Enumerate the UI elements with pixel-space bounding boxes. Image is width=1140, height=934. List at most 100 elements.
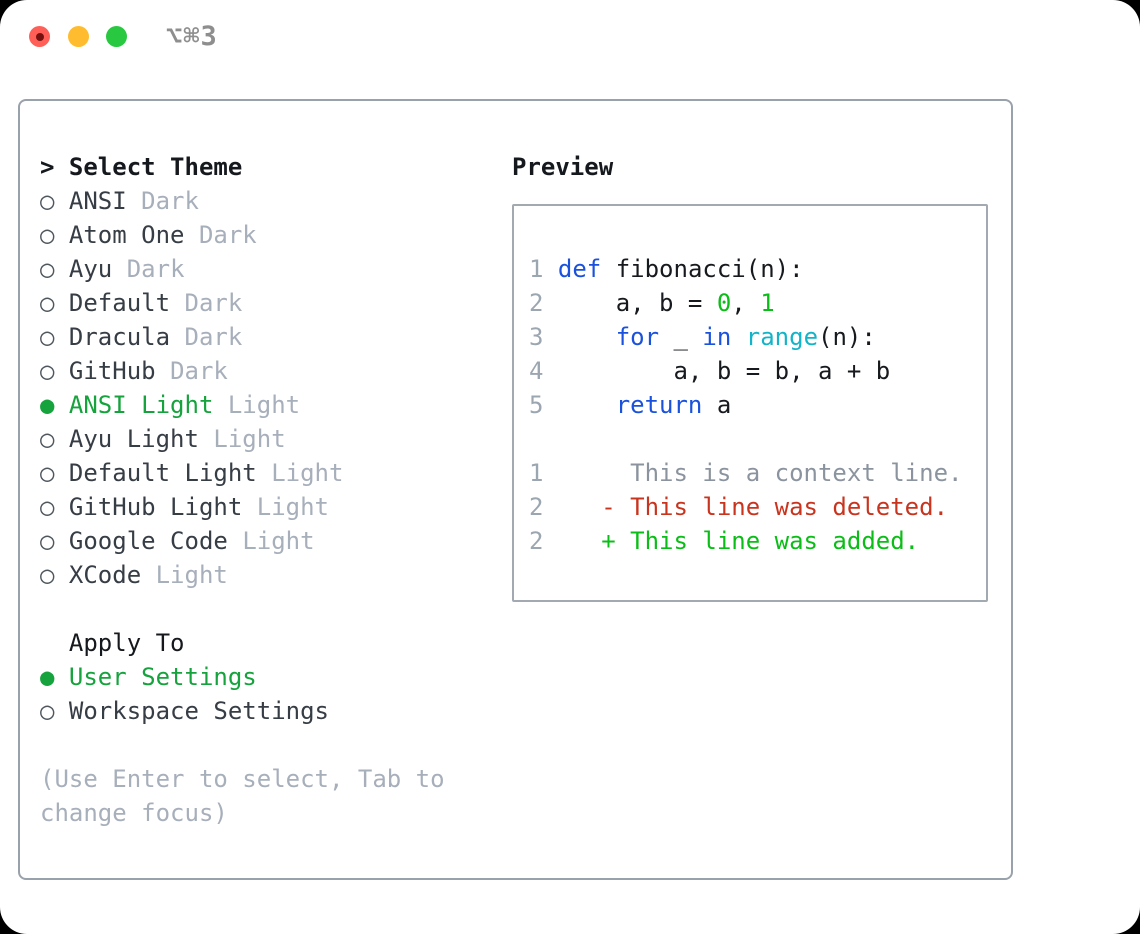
- apply-to-options: ● User Settings○ Workspace Settings: [40, 660, 490, 728]
- code-token: + This line was added.: [557, 527, 920, 555]
- select-theme-header: > Select Theme: [40, 150, 490, 184]
- diff-line: 1 This is a context line.: [529, 456, 986, 490]
- code-token: _: [659, 323, 703, 351]
- theme-variant: Dark: [126, 255, 185, 283]
- theme-selector: > Select Theme ○ ANSI Dark○ Atom One Dar…: [40, 150, 490, 830]
- theme-option-github[interactable]: ○ GitHub Dark: [40, 354, 490, 388]
- theme-variant: Light: [213, 425, 286, 453]
- theme-variant: Dark: [184, 289, 243, 317]
- theme-variant: Light: [227, 391, 301, 419]
- theme-variant: Light: [155, 561, 228, 589]
- code-token: for: [615, 323, 660, 351]
- radio-icon: ○: [40, 221, 55, 249]
- code-token: a, b =: [557, 289, 717, 317]
- theme-option-xcode[interactable]: ○ XCode Light: [40, 558, 490, 592]
- minimize-button[interactable]: [68, 26, 89, 47]
- line-number: 4: [529, 357, 544, 385]
- code-token: [731, 323, 745, 351]
- theme-variant: Dark: [198, 221, 257, 249]
- titlebar: ⌥⌘3: [0, 0, 1140, 70]
- theme-variant: Light: [242, 527, 315, 555]
- theme-name: ANSI: [68, 187, 127, 215]
- radio-icon: ○: [40, 289, 55, 317]
- code-token: return: [615, 391, 703, 419]
- theme-option-default[interactable]: ○ Default Dark: [40, 286, 490, 320]
- code-token: in: [702, 323, 732, 351]
- radio-icon: ○: [40, 493, 55, 521]
- theme-option-github-light[interactable]: ○ GitHub Light Light: [40, 490, 490, 524]
- line-number: 1: [529, 255, 544, 283]
- radio-icon: ○: [40, 697, 55, 725]
- diff-preview: 1 This is a context line. 2 - This line w…: [529, 456, 986, 558]
- code-line: 3 for _ in range(n):: [529, 320, 986, 354]
- theme-name: Atom One: [68, 221, 185, 249]
- theme-name: Default: [68, 289, 171, 317]
- code-token: range: [745, 323, 819, 351]
- radio-icon: ○: [40, 561, 55, 589]
- preview-title: Preview: [512, 153, 614, 181]
- code-token: This is a context line.: [557, 459, 963, 487]
- close-dot-icon: [35, 32, 44, 41]
- theme-name: GitHub Light: [68, 493, 243, 521]
- theme-option-atom-one[interactable]: ○ Atom One Dark: [40, 218, 490, 252]
- radio-icon: ○: [40, 187, 55, 215]
- theme-name: Default Light: [68, 459, 257, 487]
- code-token: ,: [731, 289, 761, 317]
- theme-variant: Dark: [184, 323, 243, 351]
- theme-variant: Dark: [170, 357, 228, 385]
- apply-option-label: Workspace Settings: [68, 697, 329, 725]
- theme-name: GitHub: [68, 357, 156, 385]
- code-line: 5 return a: [529, 388, 986, 422]
- radio-icon: ○: [40, 459, 55, 487]
- code-token: def: [557, 255, 602, 283]
- theme-variant: Dark: [141, 187, 199, 215]
- code-line: 2 a, b = 0, 1: [529, 286, 986, 320]
- code-token: a: [702, 391, 732, 419]
- theme-name: ANSI Light: [68, 391, 214, 419]
- line-number: 2: [529, 493, 544, 521]
- theme-option-ansi[interactable]: ○ ANSI Dark: [40, 184, 490, 218]
- theme-list: ○ ANSI Dark○ Atom One Dark○ Ayu Dark○ De…: [40, 184, 490, 592]
- theme-option-ayu-light[interactable]: ○ Ayu Light Light: [40, 422, 490, 456]
- close-button[interactable]: [29, 26, 50, 47]
- code-token: 0: [716, 289, 732, 317]
- apply-option-label: User Settings: [68, 663, 257, 691]
- code-line: 4 a, b = b, a + b: [529, 354, 986, 388]
- radio-icon: ○: [40, 255, 55, 283]
- theme-option-dracula[interactable]: ○ Dracula Dark: [40, 320, 490, 354]
- radio-icon: ○: [40, 357, 55, 385]
- code-token: - This line was deleted.: [557, 493, 949, 521]
- code-token: 1: [760, 289, 775, 317]
- theme-option-ayu[interactable]: ○ Ayu Dark: [40, 252, 490, 286]
- theme-variant: Light: [256, 493, 329, 521]
- radio-icon: ○: [40, 527, 55, 555]
- line-number: 5: [529, 391, 544, 419]
- theme-variant: Light: [271, 459, 344, 487]
- select-theme-title: Select Theme: [68, 153, 243, 181]
- theme-name: Ayu Light: [68, 425, 199, 453]
- theme-option-default-light[interactable]: ○ Default Light Light: [40, 456, 490, 490]
- cursor-icon: >: [40, 153, 55, 181]
- theme-option-google-code[interactable]: ○ Google Code Light: [40, 524, 490, 558]
- radio-icon: ●: [40, 391, 55, 419]
- code-token: [558, 323, 616, 351]
- line-number: 2: [529, 289, 544, 317]
- line-number: 2: [529, 527, 544, 555]
- apply-to-title: Apply To: [68, 629, 185, 657]
- apply-option-workspace-settings[interactable]: ○ Workspace Settings: [40, 694, 490, 728]
- theme-name: Ayu: [68, 255, 113, 283]
- radio-icon: ○: [40, 323, 55, 351]
- line-number: 3: [529, 323, 544, 351]
- code-token: [558, 391, 616, 419]
- code-token: a, b = b, a + b: [557, 357, 891, 385]
- radio-icon: ○: [40, 425, 55, 453]
- apply-option-user-settings[interactable]: ● User Settings: [40, 660, 490, 694]
- theme-name: Google Code: [68, 527, 228, 555]
- maximize-button[interactable]: [106, 26, 127, 47]
- theme-option-ansi-light[interactable]: ● ANSI Light Light: [40, 388, 490, 422]
